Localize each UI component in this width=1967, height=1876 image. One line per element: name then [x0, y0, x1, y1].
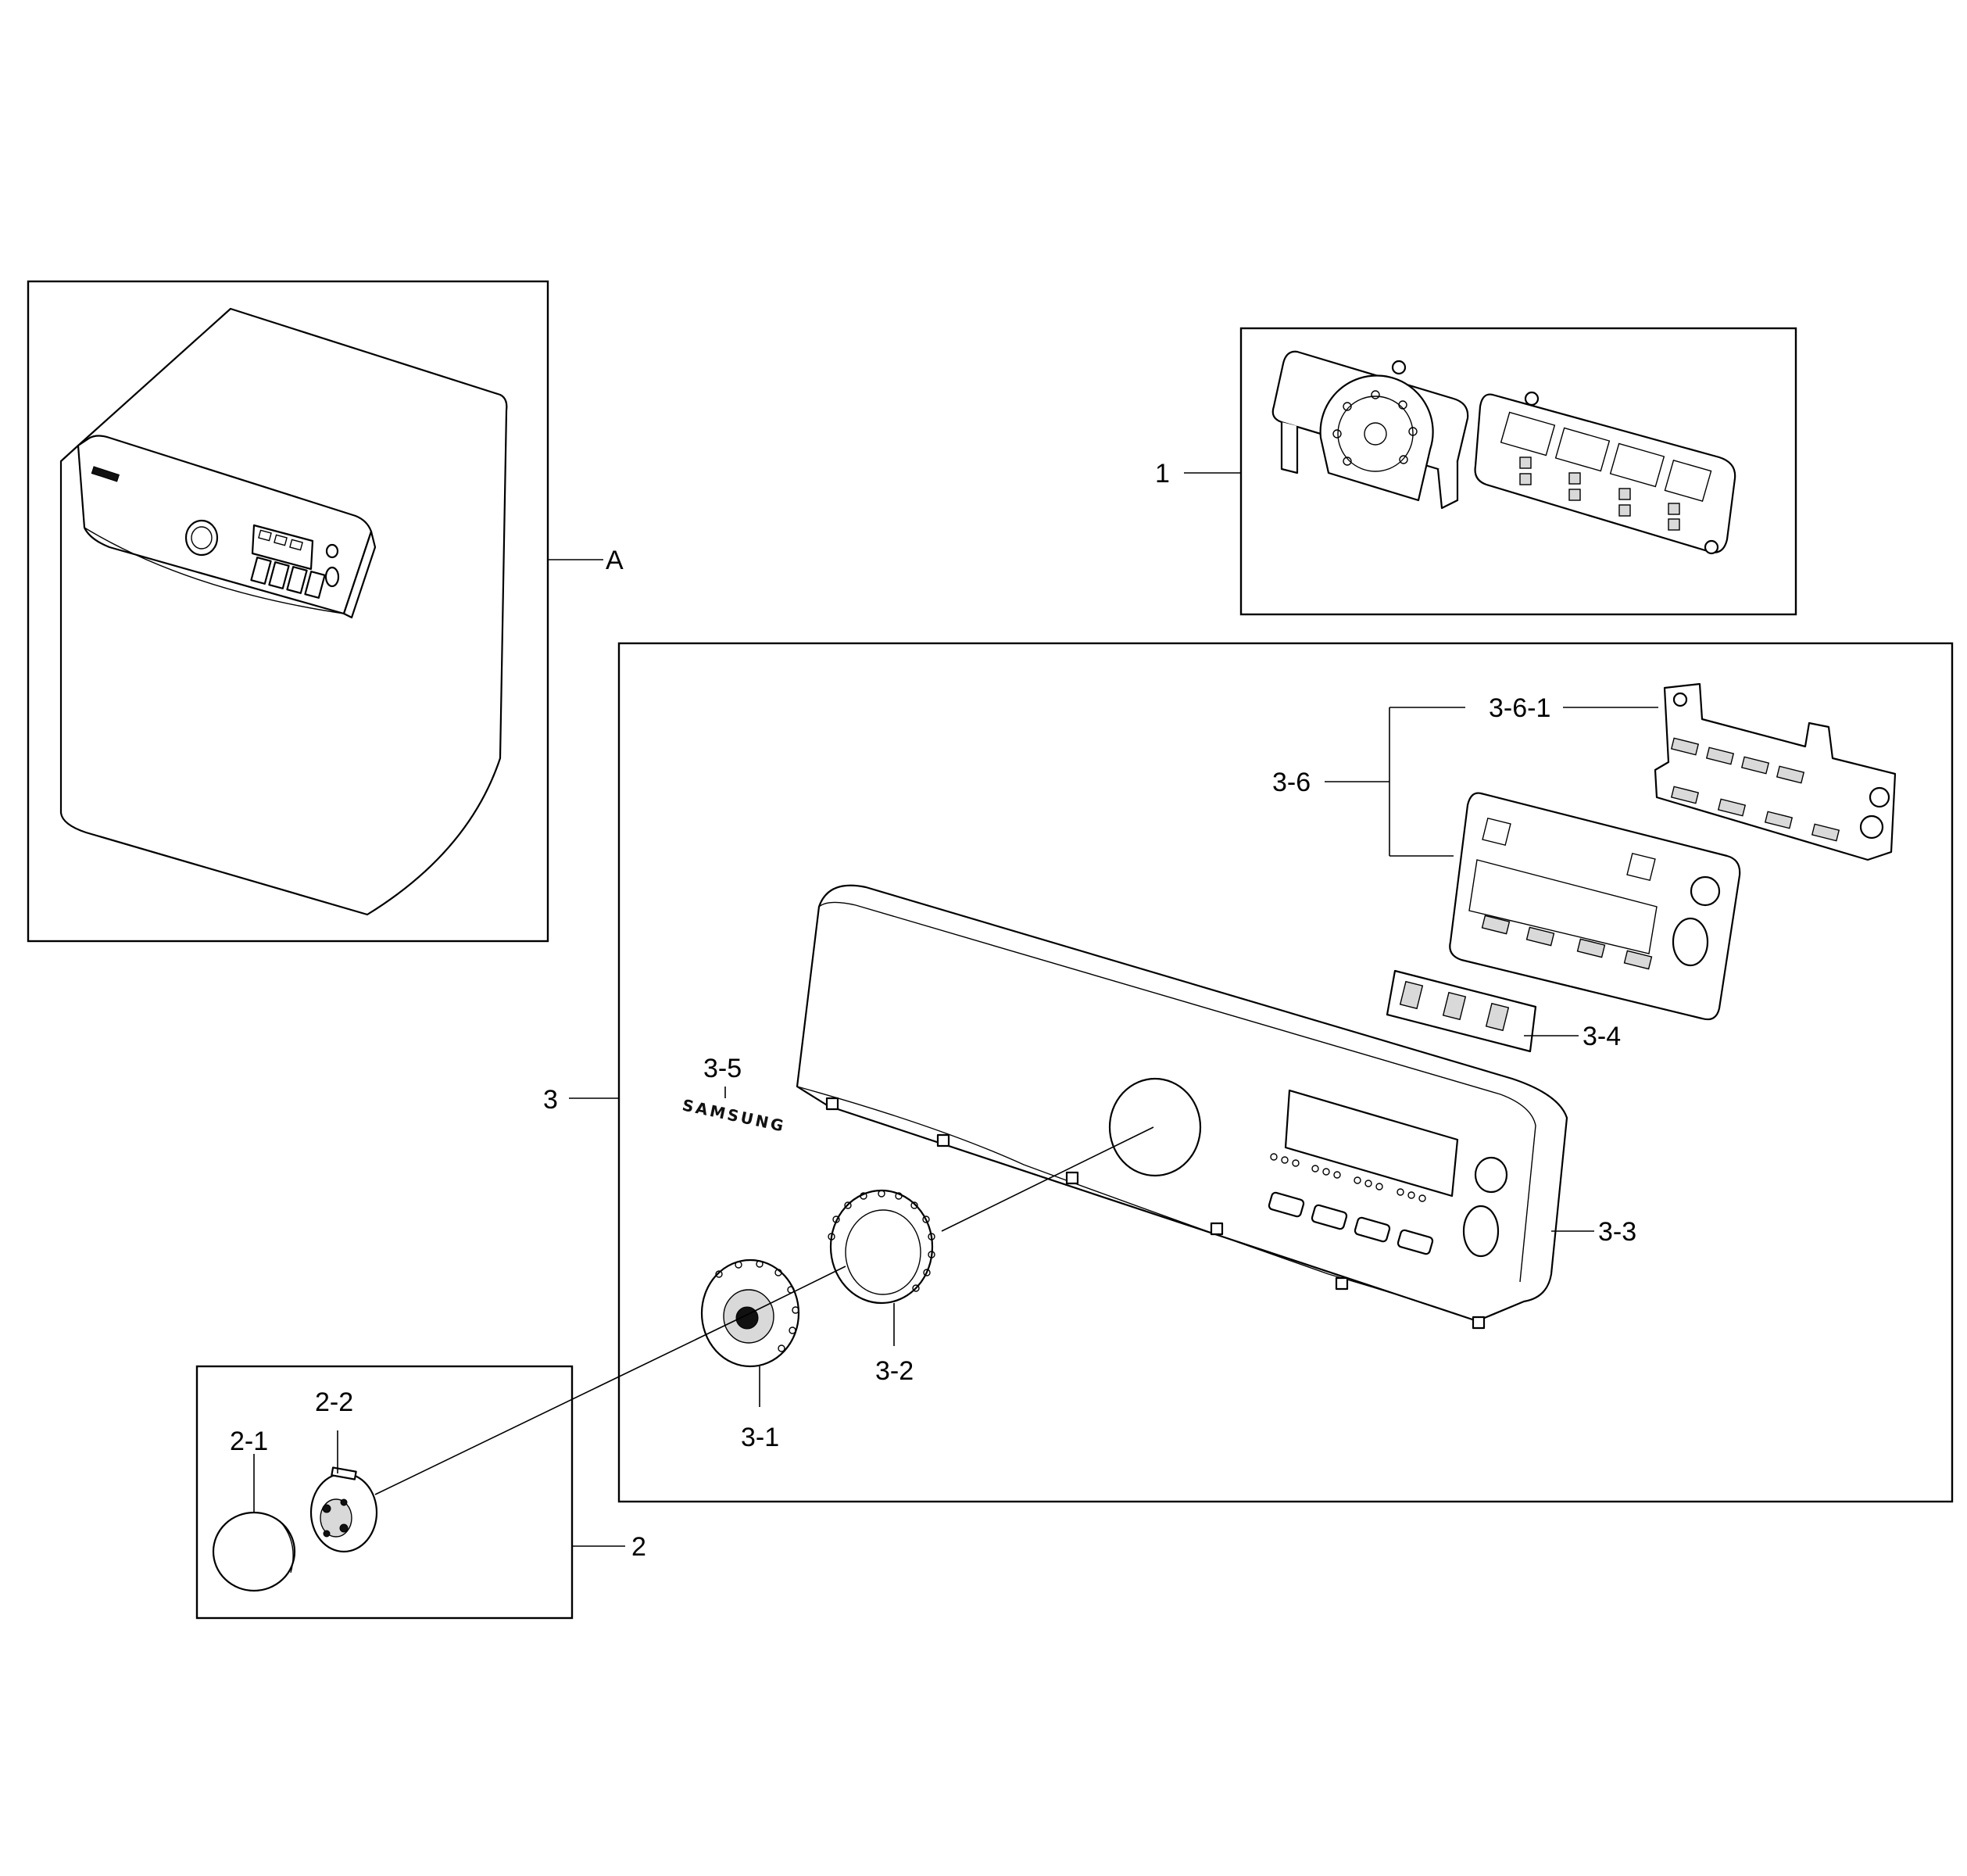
label-3-5: 3-5	[703, 1054, 742, 1083]
appliance-illustration	[59, 307, 508, 916]
label-3-6: 3-6	[1272, 768, 1311, 797]
part-1-group: 1	[1155, 327, 1797, 616]
samsung-logo: SAMSUNG	[681, 1095, 788, 1135]
label-3-2: 3-2	[875, 1356, 914, 1386]
part-3-frame	[617, 642, 1954, 1503]
knob-base-2-2-illustration	[309, 1466, 378, 1553]
label-3-6-1: 3-6-1	[1489, 693, 1550, 723]
label-a: A	[606, 546, 624, 575]
logo-3-5-illustration: SAMSUNG	[681, 1095, 788, 1135]
label-1: 1	[1155, 459, 1170, 489]
label-3-3: 3-3	[1598, 1217, 1636, 1247]
label-3: 3	[543, 1085, 558, 1115]
assembly-a-frame	[27, 280, 549, 943]
knob-cap-2-1-illustration	[212, 1511, 296, 1592]
button-bracket-3-6-1-illustration	[1654, 682, 1897, 861]
assembly-a-group: A	[27, 280, 624, 943]
label-2-1: 2-1	[230, 1427, 268, 1456]
label-3-1: 3-1	[741, 1423, 779, 1452]
dial-ring-3-2-illustration	[828, 1189, 935, 1305]
pcb-assembly-illustration	[1271, 350, 1736, 555]
led-holder-3-4-illustration	[1386, 969, 1537, 1053]
control-panel-3-3-illustration	[796, 884, 1568, 1330]
frame-3-leader-lines	[374, 707, 1658, 1495]
part-2-group: 2-1 2-2 2	[195, 1365, 646, 1620]
sub-pcb-3-6-illustration	[1449, 792, 1741, 1021]
part-2-frame	[195, 1365, 574, 1620]
part-3-group: SAMSUNG	[374, 642, 1954, 1503]
label-3-4: 3-4	[1583, 1022, 1621, 1051]
label-2: 2	[631, 1532, 646, 1562]
part-1-frame	[1239, 327, 1797, 616]
label-2-2: 2-2	[315, 1387, 353, 1417]
